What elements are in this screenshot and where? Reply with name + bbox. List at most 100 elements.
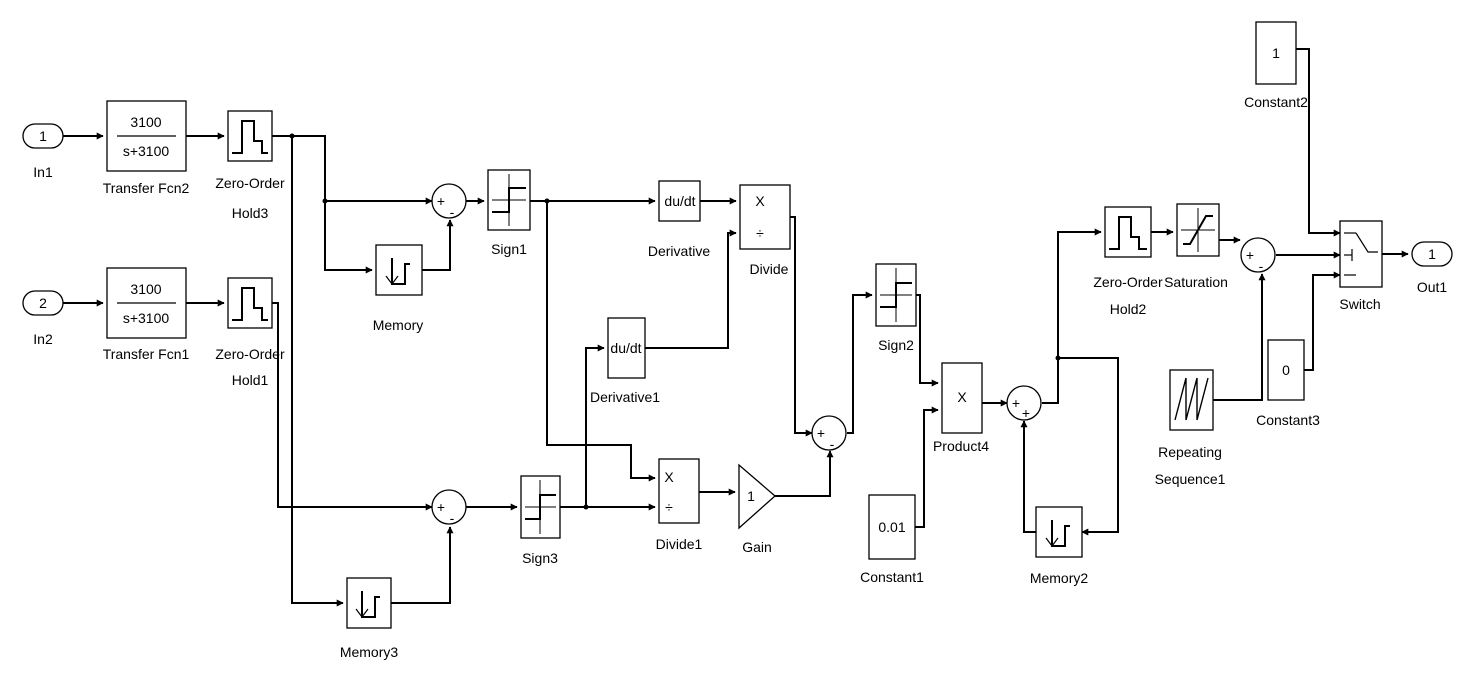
tf2-label: Transfer Fcn2 — [103, 180, 190, 196]
branch-point — [289, 133, 295, 139]
block-product4[interactable]: X Product4 — [933, 362, 989, 454]
zoh1-staircase-icon — [232, 287, 268, 321]
block-zero-order-hold2[interactable]: Zero-Order Hold2 — [1093, 206, 1163, 317]
wire-constant3-switch[interactable] — [1304, 271, 1341, 371]
block-sign1[interactable]: Sign1 — [487, 169, 531, 257]
wire-divide-sum4[interactable] — [790, 216, 813, 437]
block-gain[interactable]: 1 Gain — [738, 463, 776, 555]
sign3-label: Sign3 — [522, 550, 558, 566]
sign1-icon — [492, 187, 526, 213]
tf1-label: Transfer Fcn1 — [103, 346, 190, 362]
constant3-value: 0 — [1282, 362, 1290, 378]
memory3-icon — [361, 591, 380, 618]
derivative-text: du/dt — [664, 193, 695, 209]
block-memory[interactable]: Memory — [373, 244, 424, 333]
wire-memory-sum1[interactable] — [422, 219, 454, 271]
block-saturation[interactable]: Saturation — [1164, 203, 1228, 290]
block-repeating-sequence1[interactable]: Repeating Sequence1 — [1155, 369, 1226, 487]
block-switch[interactable]: Switch — [1339, 220, 1383, 312]
block-sign3[interactable]: Sign3 — [520, 475, 561, 566]
wire-memory3-sum3[interactable] — [391, 526, 454, 604]
divide1-label: Divide1 — [656, 536, 703, 552]
block-derivative1[interactable]: du/dt Derivative1 — [590, 317, 660, 405]
sum-block-3[interactable]: + - — [431, 489, 467, 526]
block-memory3[interactable]: Memory3 — [340, 577, 399, 660]
block-sign2[interactable]: Sign2 — [875, 263, 917, 353]
sum5-plus-sign-left: + — [1012, 395, 1020, 411]
wire-zoh3-sum1[interactable] — [272, 135, 433, 205]
memory2-label: Memory2 — [1030, 570, 1089, 586]
wire-zoh3-memory[interactable] — [324, 201, 373, 274]
wire-sum5-memory2[interactable] — [1058, 357, 1119, 536]
sum1-minus-sign: - — [450, 204, 455, 220]
block-transfer-fcn1[interactable]: 3100 s+3100 Transfer Fcn1 — [103, 267, 190, 362]
block-transfer-fcn2[interactable]: 3100 s+3100 Transfer Fcn2 — [103, 100, 190, 196]
constant3-label: Constant3 — [1256, 412, 1320, 428]
tf2-numerator: 3100 — [130, 114, 161, 130]
sum3-plus-sign: + — [437, 499, 445, 515]
wire-zoh1-sum3[interactable] — [272, 302, 433, 511]
wire-derivative1-divide[interactable] — [645, 229, 737, 349]
block-divide[interactable]: X ÷ Divide — [739, 184, 791, 277]
constant2-value: 1 — [1272, 45, 1280, 61]
wire-sign1-divide1[interactable] — [546, 201, 656, 482]
outport-out1-number: 1 — [1428, 246, 1436, 262]
product4-label: Product4 — [933, 438, 989, 454]
outport-out1-label: Out1 — [1417, 279, 1448, 295]
sum-block-5[interactable]: + + — [1006, 385, 1042, 421]
sum4-minus-sign: - — [830, 436, 835, 452]
derivative1-label: Derivative1 — [590, 389, 660, 405]
sign3-icon — [525, 494, 556, 520]
saturation-icon — [1183, 215, 1213, 245]
divide-label: Divide — [750, 261, 789, 277]
tf1-numerator: 3100 — [130, 281, 161, 297]
saturation-label: Saturation — [1164, 274, 1228, 290]
wire-sign3-derivative1[interactable] — [585, 344, 605, 507]
block-zero-order-hold3[interactable]: Zero-Order Hold3 — [215, 110, 285, 221]
block-memory2[interactable]: Memory2 — [1030, 506, 1089, 586]
inport-in1[interactable]: 1 In1 — [22, 123, 64, 180]
sum5-plus-sign-bottom: + — [1022, 405, 1030, 421]
divide1-div-symbol: ÷ — [665, 499, 673, 515]
gain-label: Gain — [742, 539, 772, 555]
zoh2-label-line1: Zero-Order — [1093, 274, 1163, 290]
branch-point — [1055, 355, 1061, 361]
sum6-plus-sign: + — [1246, 247, 1254, 263]
sum-block-4[interactable]: + - — [811, 415, 847, 452]
zoh1-label-line1: Zero-Order — [215, 346, 285, 362]
memory-label: Memory — [373, 317, 424, 333]
zoh2-label-line2: Hold2 — [1110, 301, 1147, 317]
wire-repeating-sum6[interactable] — [1213, 273, 1266, 401]
sign1-label: Sign1 — [491, 241, 527, 257]
divide-mul-symbol: X — [755, 193, 765, 209]
zoh3-staircase-icon — [232, 120, 268, 154]
block-constant2[interactable]: 1 Constant2 — [1244, 21, 1308, 110]
inport-in1-label: In1 — [33, 164, 53, 180]
derivative1-text: du/dt — [610, 340, 641, 356]
switch-label: Switch — [1339, 296, 1380, 312]
sum-block-6[interactable]: + - — [1240, 237, 1276, 274]
wire-gain-sum4[interactable] — [775, 450, 834, 497]
block-constant1[interactable]: 0.01 Constant1 — [860, 494, 924, 585]
block-zero-order-hold1[interactable]: Zero-Order Hold1 — [215, 277, 285, 388]
wire-zoh3-memory3[interactable] — [291, 136, 344, 607]
derivative-label: Derivative — [648, 243, 710, 259]
block-derivative[interactable]: du/dt Derivative — [648, 180, 710, 259]
sum3-minus-sign: - — [450, 510, 455, 526]
zoh3-label-line2: Hold3 — [232, 205, 269, 221]
inport-in2[interactable]: 2 In2 — [22, 290, 64, 347]
outport-out1[interactable]: 1 Out1 — [1411, 241, 1453, 295]
wire-sum4-sign2[interactable] — [847, 291, 873, 434]
wire-constant2-switch[interactable] — [1296, 48, 1341, 237]
wire-sign2-product4[interactable] — [916, 294, 939, 387]
wire-constant1-product4[interactable] — [915, 406, 939, 528]
memory3-label: Memory3 — [340, 644, 399, 660]
wire-memory2-sum5[interactable] — [1020, 420, 1036, 533]
block-divide1[interactable]: X ÷ Divide1 — [656, 458, 703, 552]
block-constant3[interactable]: 0 Constant3 — [1256, 339, 1320, 428]
inport-in1-number: 1 — [39, 128, 47, 144]
sum-block-1[interactable]: + - — [431, 183, 467, 220]
gain-value: 1 — [747, 488, 755, 504]
wire-sum5-zoh2[interactable] — [1042, 228, 1102, 404]
